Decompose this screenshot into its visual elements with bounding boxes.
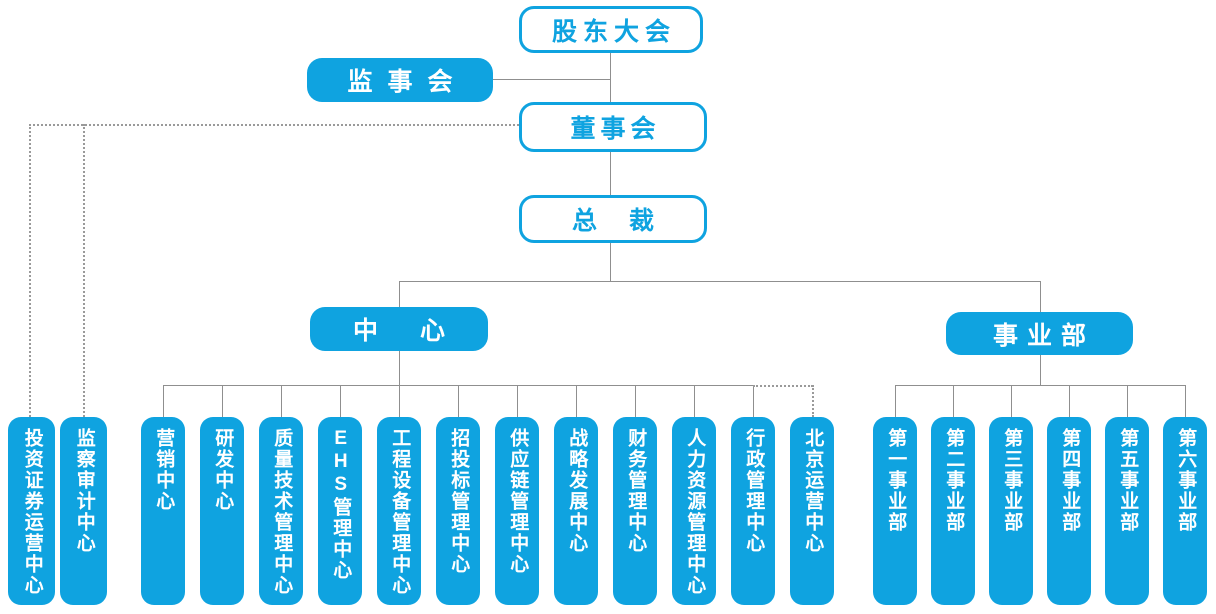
connector-line: [493, 79, 611, 80]
dept-quality-technology-center: 质量技术管理中心: [259, 417, 303, 605]
dept-investment-securities-operations-center: 投资证券运营中心: [8, 417, 55, 605]
dept-engineering-equipment-center: 工程设备管理中心: [377, 417, 421, 605]
dept-label: 工程设备管理中心: [389, 428, 411, 596]
connector-line: [1185, 385, 1186, 417]
node-centers-group: 中心: [310, 307, 488, 351]
connector-line: [1040, 355, 1041, 385]
connector-line: [610, 152, 611, 195]
dept-label: 战略发展中心: [566, 428, 588, 554]
dept-label: 研发中心: [212, 428, 234, 512]
dept-finance-management-center: 财务管理中心: [613, 417, 657, 605]
connector-line: [1040, 281, 1041, 312]
dept-label: 财务管理中心: [625, 428, 647, 554]
node-divisions-group: 事业部: [946, 312, 1133, 355]
connector-line: [399, 351, 400, 385]
connector-line: [610, 243, 611, 281]
connector-line: [895, 385, 896, 417]
dept-label: 第五事业部: [1117, 428, 1139, 533]
node-label: 中心: [352, 317, 487, 345]
dept-marketing-center: 营销中心: [141, 417, 185, 605]
connector-dotted-line: [29, 124, 519, 126]
dept-rnd-center: 研发中心: [200, 417, 244, 605]
node-president: 总裁: [519, 195, 707, 243]
connector-line: [1069, 385, 1070, 417]
node-board-of-directors: 董事会: [519, 102, 707, 152]
connector-line: [753, 385, 754, 417]
dept-beijing-operations-center: 北京运营中心: [790, 417, 834, 605]
dept-division-5: 第五事业部: [1105, 417, 1149, 605]
connector-line: [610, 53, 611, 102]
dept-division-2: 第二事业部: [931, 417, 975, 605]
dept-label: 监察审计中心: [73, 428, 95, 554]
connector-line: [895, 385, 1186, 386]
dept-human-resources-center: 人力资源管理中心: [672, 417, 716, 605]
dept-division-4: 第四事业部: [1047, 417, 1091, 605]
connector-line: [399, 385, 400, 417]
dept-label: 第六事业部: [1175, 428, 1197, 533]
node-shareholders-meeting: 股东大会: [519, 6, 703, 53]
dept-strategy-development-center: 战略发展中心: [554, 417, 598, 605]
node-label: 总裁: [571, 207, 686, 235]
dept-label: 第一事业部: [885, 428, 907, 533]
dept-bidding-management-center: 招投标管理中心: [436, 417, 480, 605]
dept-label: 投资证券运营中心: [21, 428, 43, 596]
connector-line: [576, 385, 577, 417]
node-label: 股东大会: [551, 17, 676, 46]
connector-line: [458, 385, 459, 417]
dept-label: 第三事业部: [1001, 428, 1023, 533]
dept-label: 北京运营中心: [802, 428, 824, 554]
connector-dotted-line: [753, 385, 813, 387]
connector-dotted-line: [29, 124, 31, 417]
connector-line: [517, 385, 518, 417]
connector-line: [399, 281, 1041, 282]
node-label: 董事会: [570, 115, 661, 143]
dept-label: 第二事业部: [943, 428, 965, 533]
connector-line: [953, 385, 954, 417]
dept-division-6: 第六事业部: [1163, 417, 1207, 605]
connector-line: [1127, 385, 1128, 417]
dept-supervision-audit-center: 监察审计中心: [60, 417, 107, 605]
node-label: 监事会: [347, 68, 468, 96]
connector-line: [163, 385, 164, 417]
dept-label: 第四事业部: [1059, 428, 1081, 533]
dept-label: 行政管理中心: [743, 428, 765, 554]
dept-supply-chain-center: 供应链管理中心: [495, 417, 539, 605]
dept-label: 供应链管理中心: [507, 428, 529, 575]
dept-label: 营销中心: [153, 428, 175, 512]
node-supervisory-board: 监事会: [307, 58, 493, 102]
connector-dotted-line: [83, 124, 85, 417]
dept-label: 质量技术管理中心: [271, 428, 293, 596]
dept-label: 人力资源管理中心: [684, 428, 706, 596]
connector-line: [340, 385, 341, 417]
connector-line: [222, 385, 223, 417]
connector-line: [399, 281, 400, 307]
connector-line: [281, 385, 282, 417]
connector-line: [694, 385, 695, 417]
node-label: 事业部: [992, 321, 1095, 350]
dept-label: 招投标管理中心: [448, 428, 470, 575]
dept-label: EHS管理中心: [330, 428, 352, 581]
dept-division-1: 第一事业部: [873, 417, 917, 605]
dept-division-3: 第三事业部: [989, 417, 1033, 605]
connector-dotted-line: [812, 385, 814, 417]
dept-ehs-management-center: EHS管理中心: [318, 417, 362, 605]
connector-line: [1011, 385, 1012, 417]
connector-line: [635, 385, 636, 417]
dept-administration-center: 行政管理中心: [731, 417, 775, 605]
